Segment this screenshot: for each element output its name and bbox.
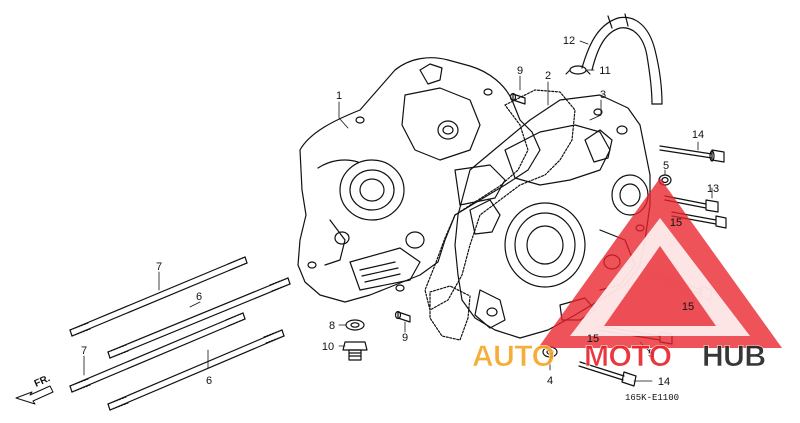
watermark-logo: AUTO MOTO HUB (472, 340, 767, 374)
callout-13: 13 (707, 183, 719, 195)
callout-10: 10 (322, 341, 334, 353)
callout-7-upper: 7 (156, 261, 162, 273)
callout-12: 12 (563, 35, 575, 47)
callout-7-lower: 7 (81, 345, 87, 357)
diagram-code: 165K-E1100 (625, 393, 679, 403)
callout-6-lower: 6 (206, 375, 212, 387)
left-crankcase (297, 57, 541, 303)
callout-3: 3 (600, 89, 606, 101)
watermark-word-moto: MOTO (584, 340, 672, 373)
watermark-word-hub: HUB (702, 340, 766, 373)
callout-2: 2 (545, 70, 551, 82)
callout-14-lower: 14 (658, 376, 670, 388)
callout-8: 8 (329, 320, 335, 332)
drain-bolt (342, 341, 368, 361)
tube-clip (565, 65, 591, 75)
crankcase-gasket (424, 89, 576, 341)
callout-15-b: 15 (682, 301, 694, 313)
callout-6-upper: 6 (196, 291, 202, 303)
stud-bolts (69, 256, 291, 411)
callout-14-upper: 14 (692, 129, 704, 141)
callout-1: 1 (336, 90, 342, 102)
breather-tube (581, 13, 663, 105)
callout-11: 11 (599, 65, 610, 77)
watermark-word-auto: AUTO (472, 340, 555, 373)
callout-15-a: 15 (670, 217, 682, 229)
callout-5-upper: 5 (663, 160, 669, 172)
callout-4: 4 (547, 375, 553, 387)
callout-9-upper: 9 (517, 65, 523, 77)
flange-bolt-14-lower (578, 361, 637, 387)
front-arrow-label: FR. (33, 373, 52, 390)
callout-9-lower: 9 (402, 332, 408, 344)
dowel-pin-lower (394, 310, 411, 323)
watermark-triangle (538, 178, 782, 348)
dowel-pin-upper (509, 92, 526, 105)
callout-5-lower: 5 (648, 348, 654, 360)
front-direction-arrow (15, 385, 54, 405)
flange-bolt-14-upper (659, 145, 725, 163)
callout-15-c: 15 (587, 333, 599, 345)
